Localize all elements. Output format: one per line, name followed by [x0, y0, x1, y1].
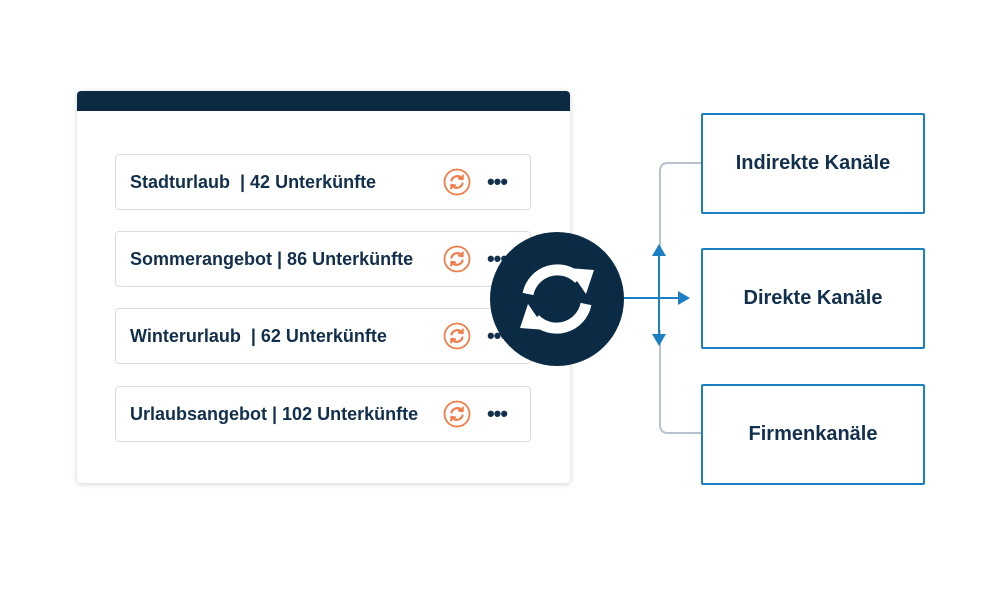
sync-hub	[490, 232, 624, 366]
offer-label: Winterurlaub | 62 Unterkünfte	[130, 326, 387, 346]
sync-icon[interactable]	[443, 168, 471, 196]
connector-company	[659, 330, 701, 434]
offer-row[interactable]: Winterurlaub | 62 Unterkünfte •••	[115, 308, 531, 364]
offer-label: Urlaubsangebot | 102 Unterkünfte	[130, 404, 419, 424]
sync-icon[interactable]	[443, 322, 471, 350]
arrow-up	[652, 244, 666, 256]
offer-label: Sommerangebot | 86 Unterkünfte	[130, 249, 414, 269]
arrow-right	[678, 291, 690, 305]
offer-label: Stadturlaub | 42 Unterkünfte	[130, 172, 377, 192]
offers-panel: Stadturlaub | 42 Unterkünfte ••• Sommera…	[77, 91, 570, 483]
channel-company: Firmenkanäle	[701, 384, 925, 485]
sync-icon[interactable]	[443, 400, 471, 428]
more-icon[interactable]: •••	[486, 401, 508, 426]
arrow-down	[652, 334, 666, 346]
offer-row[interactable]: Stadturlaub | 42 Unterkünfte •••	[115, 154, 531, 210]
sync-icon[interactable]	[443, 245, 471, 273]
channel-indirect: Indirekte Kanäle	[701, 113, 925, 214]
channel-label: Firmenkanäle	[748, 423, 878, 445]
sync-icon	[520, 264, 594, 334]
more-icon[interactable]: •••	[486, 169, 508, 194]
offer-row[interactable]: Urlaubsangebot | 102 Unterkünfte •••	[115, 386, 531, 442]
connector-indirect	[659, 162, 701, 250]
channel-label: Indirekte Kanäle	[735, 152, 891, 174]
panel-header-bar	[77, 91, 570, 111]
channel-direct: Direkte Kanäle	[701, 248, 925, 349]
channel-label: Direkte Kanäle	[743, 287, 883, 309]
